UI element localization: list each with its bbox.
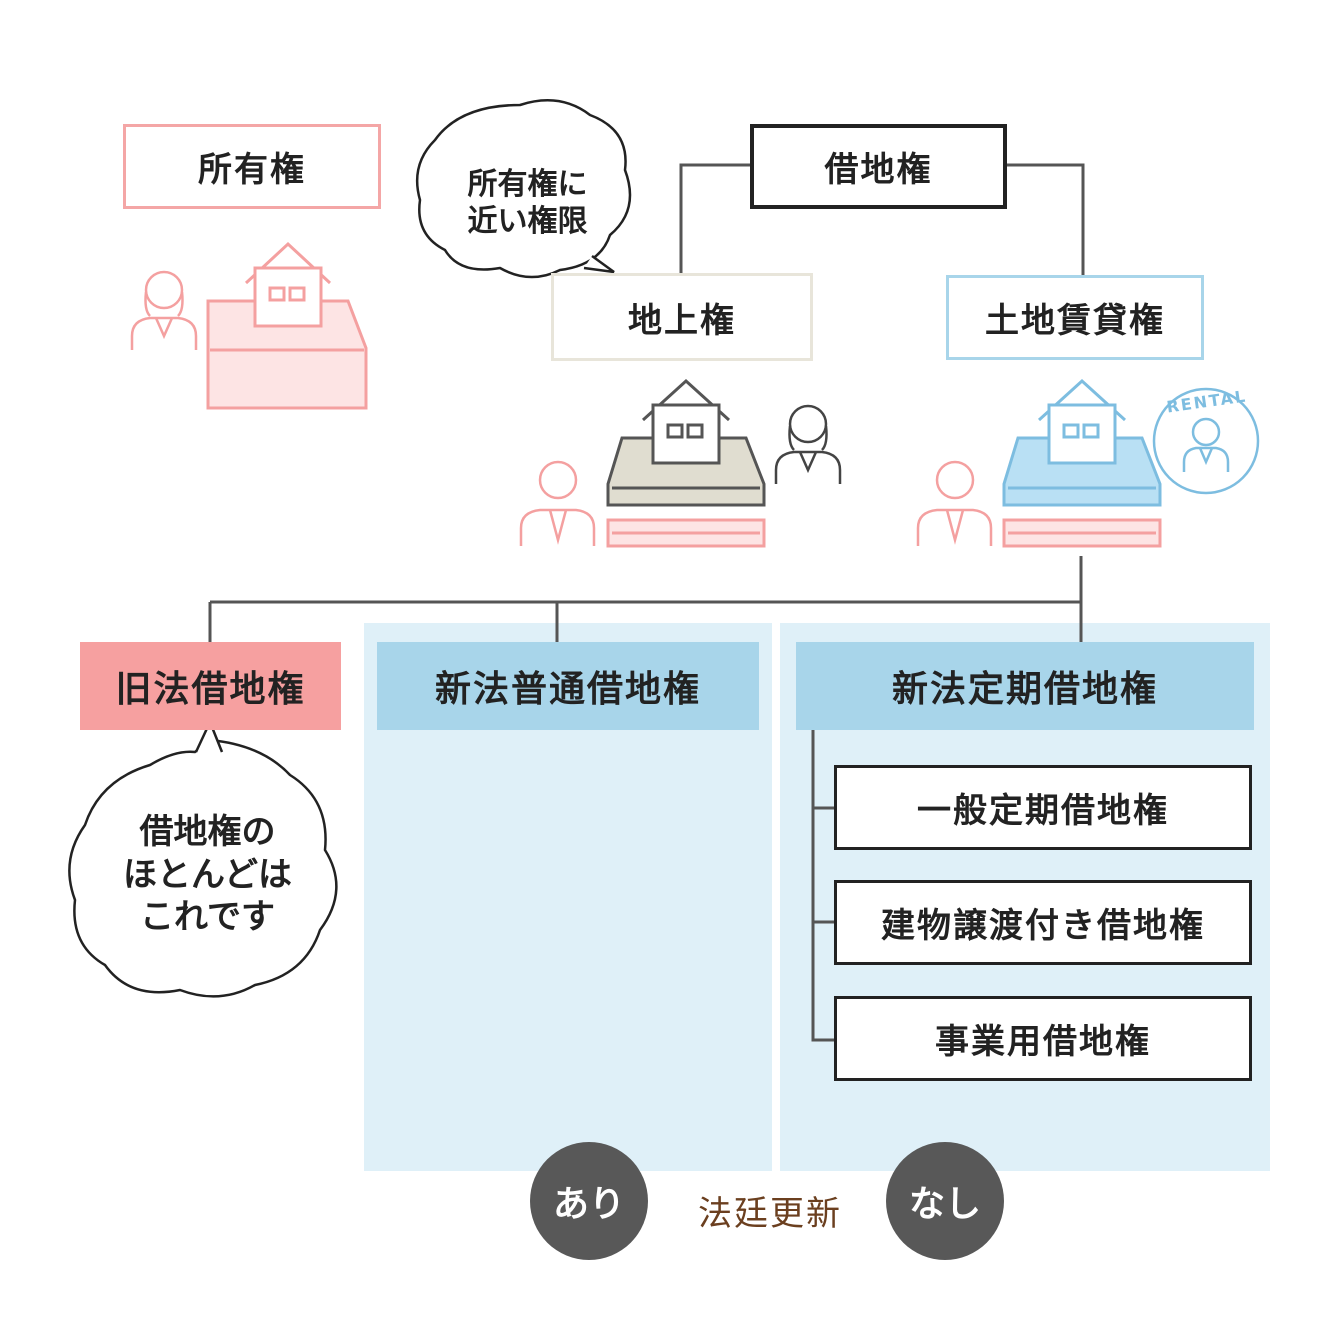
business-use-label: 事業用借地権 [935, 1022, 1151, 1062]
rental-stamp-icon [1152, 387, 1260, 495]
new-normal-header: 新法普通借地権 [377, 642, 759, 730]
new-normal-label: 新法普通借地権 [434, 669, 701, 710]
renewal-yes-label: あり [552, 1184, 625, 1225]
superficies-box: 地上権 [551, 273, 813, 361]
landowner-man-icon [519, 460, 596, 546]
new-fixed-header: 新法定期借地権 [796, 642, 1254, 730]
land-lease-box: 土地賃貸権 [946, 275, 1204, 360]
ownership-label: 所有権 [198, 150, 306, 190]
superficies-note-text: 所有権に 近い権限 [467, 166, 588, 240]
superficies-note-bubble: 所有権に 近い権限 [440, 158, 615, 248]
building-transfer-box: 建物譲渡付き借地権 [834, 880, 1252, 965]
tenant-woman-icon [774, 404, 842, 484]
new-fixed-label: 新法定期借地権 [891, 669, 1158, 710]
owner-woman-icon [130, 270, 198, 350]
bubble-outlines [68, 99, 632, 998]
landowner-man-icon-2 [916, 460, 993, 546]
old-law-note-text: 借地権の ほとんどは これです [123, 812, 292, 938]
general-fixed-label: 一般定期借地権 [917, 791, 1169, 831]
leasehold-connectors [208, 163, 1085, 1042]
building-transfer-label: 建物譲渡付き借地権 [881, 906, 1205, 946]
old-law-label: 旧法借地権 [115, 669, 306, 710]
general-fixed-box: 一般定期借地権 [834, 765, 1252, 850]
old-law-header: 旧法借地権 [80, 642, 341, 730]
renewal-yes-badge: あり [530, 1142, 648, 1260]
superficies-label: 地上権 [628, 300, 736, 341]
old-law-bubble-outline [68, 738, 338, 998]
ownership-box: 所有権 [123, 124, 381, 209]
ownership-house-illustration [206, 241, 368, 410]
renewal-label: 法廷更新 [698, 1194, 842, 1234]
old-law-note-bubble: 借地権の ほとんどは これです [90, 800, 325, 950]
leasehold-box: 借地権 [750, 124, 1007, 209]
renewal-no-label: なし [908, 1184, 981, 1225]
land-lease-house-illustration [1002, 378, 1162, 548]
business-use-box: 事業用借地権 [834, 996, 1252, 1081]
superficies-bubble-outline [415, 99, 632, 279]
land-lease-label: 土地賃貸権 [985, 301, 1165, 341]
renewal-no-badge: なし [886, 1142, 1004, 1260]
superficies-house-illustration [606, 378, 766, 548]
leasehold-label: 借地権 [824, 150, 933, 190]
